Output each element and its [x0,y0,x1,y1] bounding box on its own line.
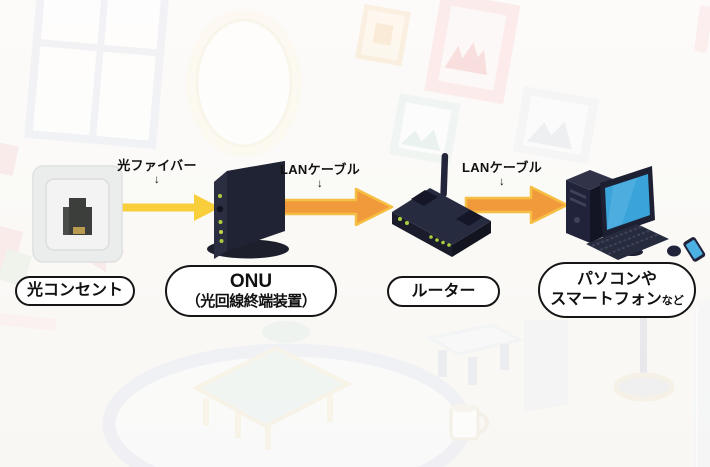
outlet-label-text: 光コンセント [26,282,123,299]
lan-cable-label-2: LANケーブル ↓ [447,160,557,189]
router-node-label: ルーター [387,276,500,307]
down-arrow-icon: ↓ [498,176,506,189]
router-leds [398,217,451,247]
router-label-text: ルーター [411,282,476,300]
fiber-arrow [120,194,220,221]
devices-label-line2-main: スマートフォン [550,291,662,308]
pc-mouse [667,245,681,257]
picture-frames-illustration [355,0,710,165]
floor-lamp-illustration [613,316,675,402]
router-illustration [392,153,491,257]
router-antenna [440,153,449,198]
window-illustration [24,0,171,150]
right-sill-illustration [694,298,710,467]
devices-node-label: パソコンや スマートフォンなど [538,262,696,318]
lan-cable-label-1: LANケーブル ↓ [265,162,375,191]
lan-cable-label-2-text: LANケーブル [461,160,543,175]
bench-illustration [425,320,568,412]
mug-illustration [449,404,489,441]
onu-title-text: ONU [229,270,273,292]
lan-arrow-2 [464,185,569,225]
lan-arrow-1 [281,187,394,227]
down-arrow-icon: ↓ [153,174,161,187]
outlet-node-label: 光コンセント [15,276,135,306]
onu-leds [216,194,224,243]
rj45-jack-icon [63,198,92,235]
table-illustration [191,321,353,450]
devices-label-line2: スマートフォンなど [550,290,684,310]
optical-outlet-illustration [32,165,123,263]
onu-device-illustration [207,161,289,259]
fiber-cable-label: 光ファイバー ↓ [102,158,212,187]
devices-label-suffix: など [661,295,684,307]
smartphone [683,237,706,262]
mirror-illustration [186,9,302,157]
pc-and-smartphone-illustration [566,166,706,262]
onu-node-label: ONU （光回線終端装置） [165,265,337,317]
pc-keyboard [586,224,669,260]
down-arrow-icon: ↓ [316,178,324,191]
fiber-cable-label-text: 光ファイバー [117,158,197,173]
onu-subtitle-text: （光回線終端装置） [185,292,317,310]
devices-label-line1: パソコンや [576,271,657,288]
lan-cable-label-1-text: LANケーブル [279,162,361,177]
